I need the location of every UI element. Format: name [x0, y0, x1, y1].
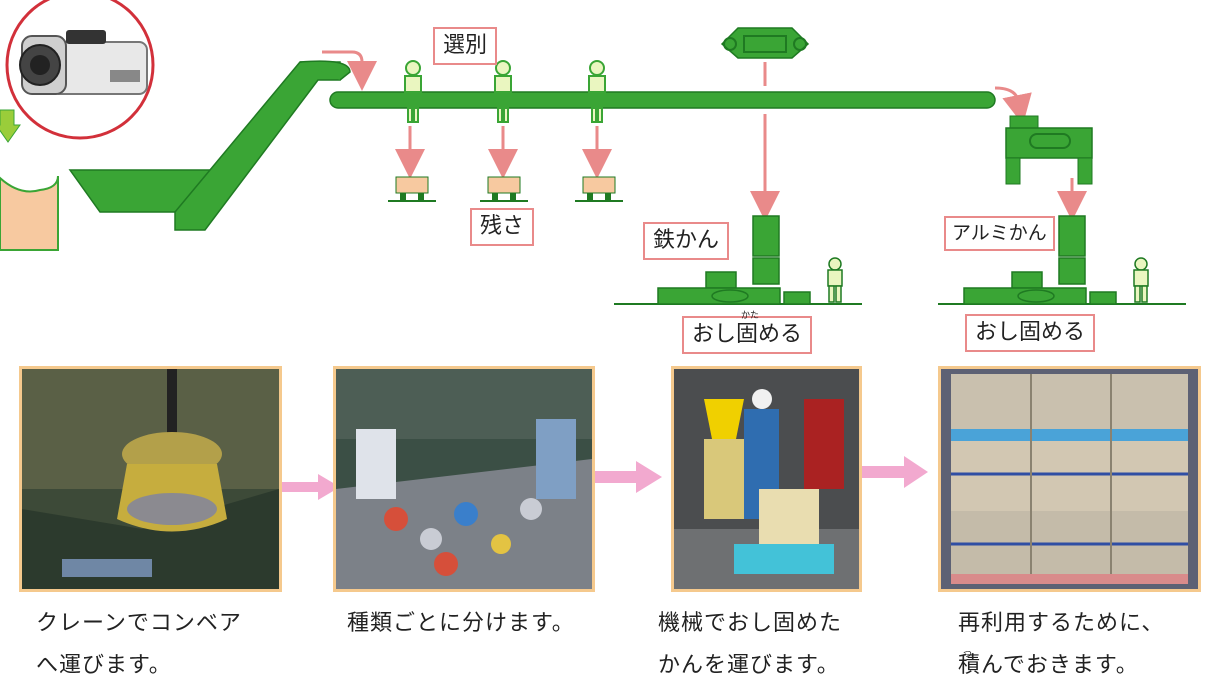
worker-icon [404, 60, 422, 123]
residue-bin [480, 176, 528, 202]
flow-arrow [862, 456, 928, 488]
label-sort: 選別 [433, 27, 498, 65]
down-arrow-icon [0, 109, 21, 143]
photo-forklift [671, 366, 862, 592]
magnet-icon [720, 27, 810, 59]
baler-icon [963, 215, 1117, 305]
video-camera-icon [5, 0, 155, 140]
incline-conveyor [68, 60, 351, 231]
label-press-aluminum: おし固める [965, 314, 1096, 352]
caption-crane: クレーンでコンベア へ運びます。 [36, 611, 242, 678]
label-iron-cans: 鉄かん [643, 222, 730, 260]
photo-crane [19, 366, 282, 592]
worker-icon [1133, 257, 1149, 303]
label-aluminum-cans: アルミかん [944, 216, 1055, 251]
label-residue: 残さ [470, 208, 535, 246]
shredder-icon [1005, 115, 1093, 185]
label-press-iron: おし固める [682, 316, 813, 354]
press-ruby: かた [741, 311, 760, 321]
can-bag [0, 175, 59, 251]
worker-icon [494, 60, 512, 123]
flow-arrow [282, 474, 340, 500]
caption-forklift: 機械でおし固めた かんを運びます。 [658, 611, 843, 678]
caption-sorting: 種類ごとに分けます。 [347, 611, 575, 636]
sorting-belt [329, 91, 996, 109]
residue-bin [388, 176, 436, 202]
photo-sorting [333, 366, 595, 592]
caption-ruby: つ [963, 650, 973, 660]
flow-arrow [595, 461, 662, 493]
photo-stacked-bales [938, 366, 1201, 592]
caption-stacked: 再利用するために、 積んでおきます。 [958, 611, 1165, 678]
baler-icon [657, 215, 811, 305]
worker-icon [827, 257, 843, 303]
residue-bin [575, 176, 623, 202]
worker-icon [588, 60, 606, 123]
